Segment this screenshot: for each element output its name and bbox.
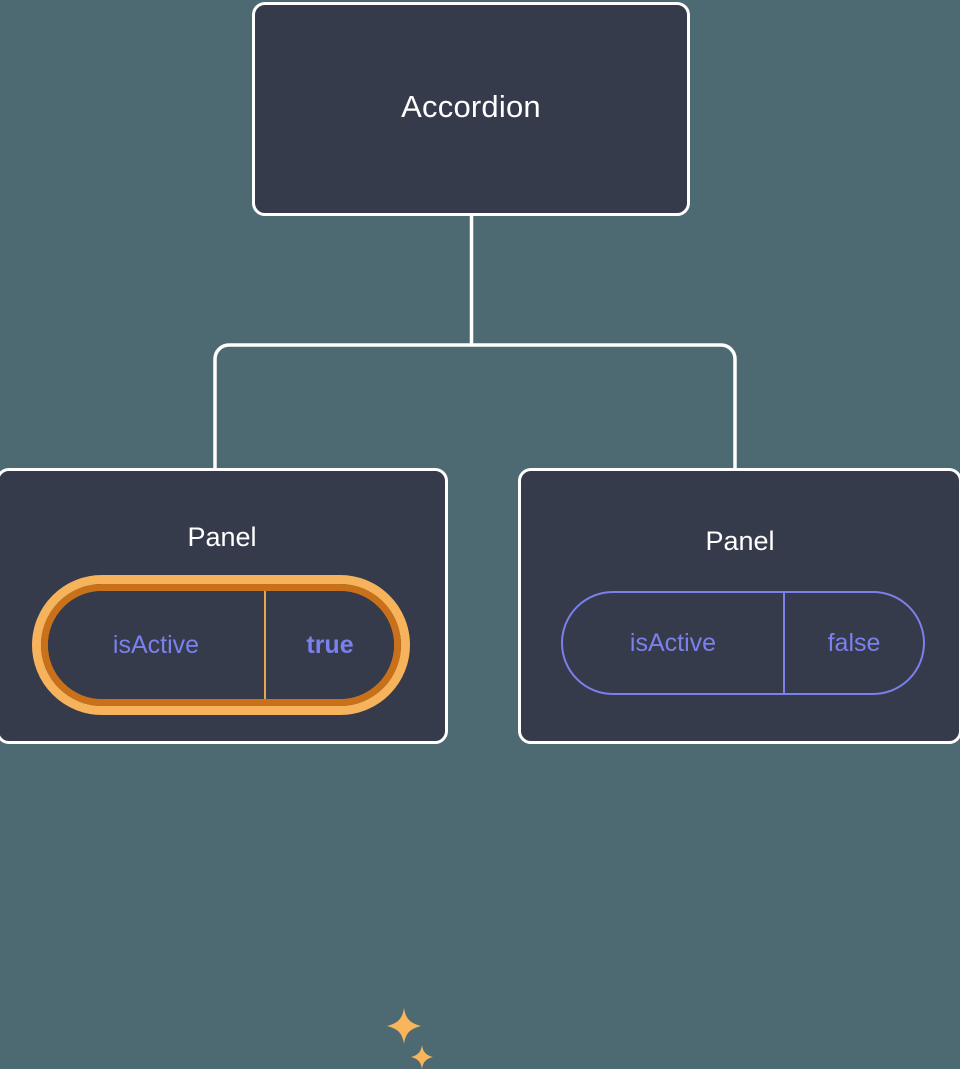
prop-name-label: isActive: [112, 630, 200, 659]
node-accordion-title: Accordion: [401, 89, 541, 124]
edge-branch-to-panel-left: [213, 343, 472, 470]
sparkle-icon: [387, 1008, 421, 1044]
node-panel-inactive[interactable]: Panel isActive false: [518, 468, 960, 744]
edge-branch-to-panel-right: [471, 343, 737, 470]
sparkle-icon-small: [411, 1045, 433, 1069]
node-accordion[interactable]: Accordion: [252, 2, 690, 216]
prop-pill-isactive-true[interactable]: isActive true: [32, 575, 410, 715]
prop-value-label: true: [264, 591, 394, 699]
node-panel-active-title: Panel: [187, 522, 257, 552]
prop-pill-inner: isActive true: [48, 591, 394, 699]
prop-value-label: false: [783, 593, 923, 693]
node-panel-active[interactable]: Panel isActive true: [0, 468, 448, 1069]
node-panel-inactive-title: Panel: [705, 526, 775, 556]
prop-name-label: isActive: [629, 628, 717, 657]
prop-pill-isactive-false[interactable]: isActive false: [561, 591, 925, 695]
